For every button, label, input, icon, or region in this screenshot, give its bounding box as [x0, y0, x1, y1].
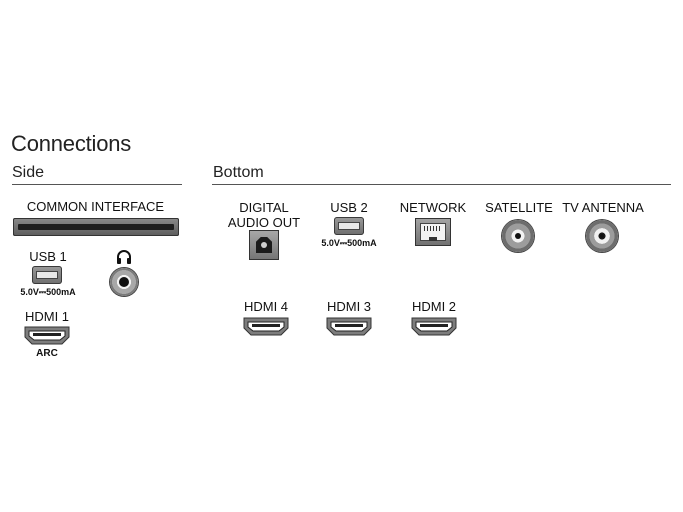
hdmi3-label: HDMI 3	[326, 299, 372, 314]
digital-audio-out-label-line2: AUDIO OUT	[227, 215, 301, 230]
ethernet-port-icon	[415, 218, 451, 246]
hdmi1-label: HDMI 1	[24, 309, 70, 324]
headphone-jack-icon	[110, 268, 138, 296]
usb2-label: USB 2	[330, 200, 368, 215]
hdmi3-port-icon	[326, 317, 372, 336]
antenna-connector-icon	[586, 220, 618, 252]
section-bottom-heading: Bottom	[213, 164, 264, 181]
hdmi1-arc-label: ARC	[36, 348, 58, 359]
side-divider	[12, 184, 182, 185]
satellite-connector-icon	[502, 220, 534, 252]
headphones-icon	[116, 250, 132, 264]
hdmi4-port-icon	[243, 317, 289, 336]
usb1-port-icon	[32, 266, 62, 284]
usb2-rating: 5.0V⎓500mA	[321, 238, 377, 248]
common-interface-slot-icon	[13, 218, 179, 236]
digital-audio-out-label-line1: DIGITAL	[239, 200, 289, 215]
tv-antenna-label: TV ANTENNA	[562, 200, 644, 215]
network-label: NETWORK	[399, 200, 467, 215]
common-interface-label: COMMON INTERFACE	[26, 199, 165, 214]
section-side-heading: Side	[12, 164, 45, 181]
bottom-divider	[212, 184, 671, 185]
hdmi2-label: HDMI 2	[411, 299, 457, 314]
hdmi1-port-icon	[24, 326, 70, 345]
usb2-port-icon	[334, 217, 364, 235]
satellite-label: SATELLITE	[485, 200, 553, 215]
hdmi4-label: HDMI 4	[243, 299, 289, 314]
page-title: Connections	[11, 131, 132, 156]
usb1-rating: 5.0V⎓500mA	[20, 287, 76, 297]
usb1-label: USB 1	[29, 249, 67, 264]
hdmi2-port-icon	[411, 317, 457, 336]
optical-port-icon	[249, 230, 279, 260]
